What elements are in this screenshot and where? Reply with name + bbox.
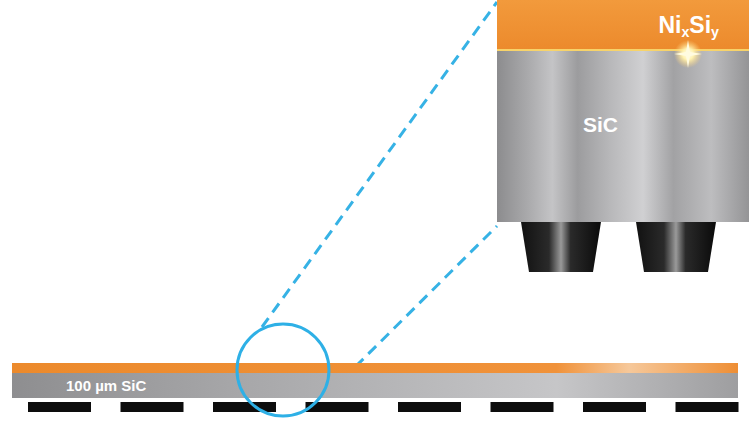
sic-wafer-box: 100 µm SiC xyxy=(12,373,738,398)
zoom-line xyxy=(262,2,497,327)
laser-spark xyxy=(674,40,702,68)
contact-pad xyxy=(491,402,554,412)
magnifier-circle xyxy=(237,324,329,416)
laser-spark xyxy=(674,40,702,68)
interface-line xyxy=(497,49,749,51)
contact-pad xyxy=(636,222,716,272)
sic-block-box: SiC xyxy=(497,50,749,222)
silicide-layer-box: NixSiy xyxy=(497,0,749,50)
nickel-silicide-layer xyxy=(497,0,749,50)
contact-pad xyxy=(521,222,601,272)
nickel-silicide-layer xyxy=(12,363,738,373)
contact-pad xyxy=(398,402,461,412)
contact-pad xyxy=(583,402,646,412)
contact-pad xyxy=(28,402,91,412)
sic-block xyxy=(497,0,749,222)
contact-pads xyxy=(28,402,739,412)
contact-pad xyxy=(121,402,184,412)
layer-label: 100 µm SiC xyxy=(66,378,146,393)
layer-label: SiC xyxy=(583,114,618,135)
contact-pad xyxy=(676,402,739,412)
sic-wafer xyxy=(12,373,738,398)
layer-label: NixSiy xyxy=(658,14,719,37)
contact-pad xyxy=(213,402,276,412)
